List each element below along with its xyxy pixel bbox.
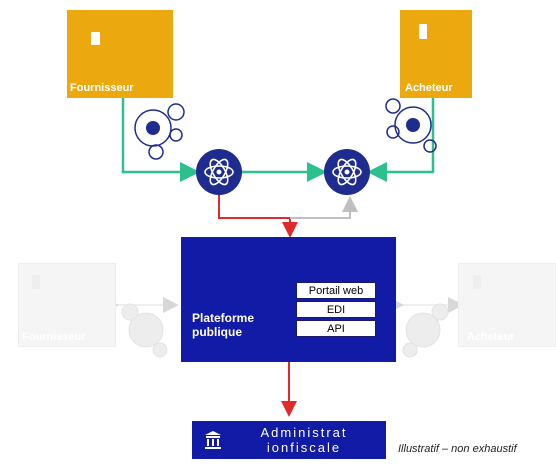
gear-cluster-right-faded-icon xyxy=(402,303,449,358)
gray-connector-platform-to-hub xyxy=(290,196,358,219)
channels-list: Portail web EDI API xyxy=(296,282,376,337)
channel-portail-web: Portail web xyxy=(296,282,376,299)
fournisseur-box: Fournisseur xyxy=(67,10,173,98)
illustrative-note: Illustratif – non exhaustif xyxy=(398,443,517,455)
acheteur-label: Acheteur xyxy=(405,82,453,94)
fournisseur-label: Fournisseur xyxy=(70,82,134,94)
plateforme-label-line2: publique xyxy=(192,325,242,339)
green-connector-left xyxy=(121,98,200,182)
building-icon xyxy=(91,32,100,45)
bank-icon xyxy=(204,430,222,450)
administration-fiscale-box: Administrat ionfiscale xyxy=(192,421,386,459)
plateforme-label-line1: Plateforme xyxy=(192,311,255,325)
building-faded-icon xyxy=(473,275,481,289)
fournisseur-faded-box: Fournisseur xyxy=(18,263,116,347)
plateforme-label: Plateforme publique xyxy=(192,311,254,339)
fournisseur-faded-label: Fournisseur xyxy=(22,331,86,343)
acheteur-box: Acheteur xyxy=(400,10,472,98)
plateforme-publique-box: Plateforme publique Portail web EDI API xyxy=(181,237,396,362)
red-connector-hub-to-platform xyxy=(218,195,298,238)
building-icon xyxy=(419,24,427,39)
administration-label: Administrat ionfiscale xyxy=(260,425,348,455)
gear-cluster-right-icon xyxy=(385,98,437,153)
acheteur-faded-box: Acheteur xyxy=(458,263,556,347)
acheteur-faded-label: Acheteur xyxy=(467,331,515,343)
hub-left-icon xyxy=(196,149,242,195)
channel-edi: EDI xyxy=(296,301,376,318)
green-connector-right xyxy=(367,98,435,182)
gear-cluster-left-icon xyxy=(134,103,185,160)
channel-api: API xyxy=(296,320,376,337)
hub-right-icon xyxy=(324,149,370,195)
building-faded-icon xyxy=(32,275,40,289)
gear-cluster-left-faded-icon xyxy=(121,303,168,358)
